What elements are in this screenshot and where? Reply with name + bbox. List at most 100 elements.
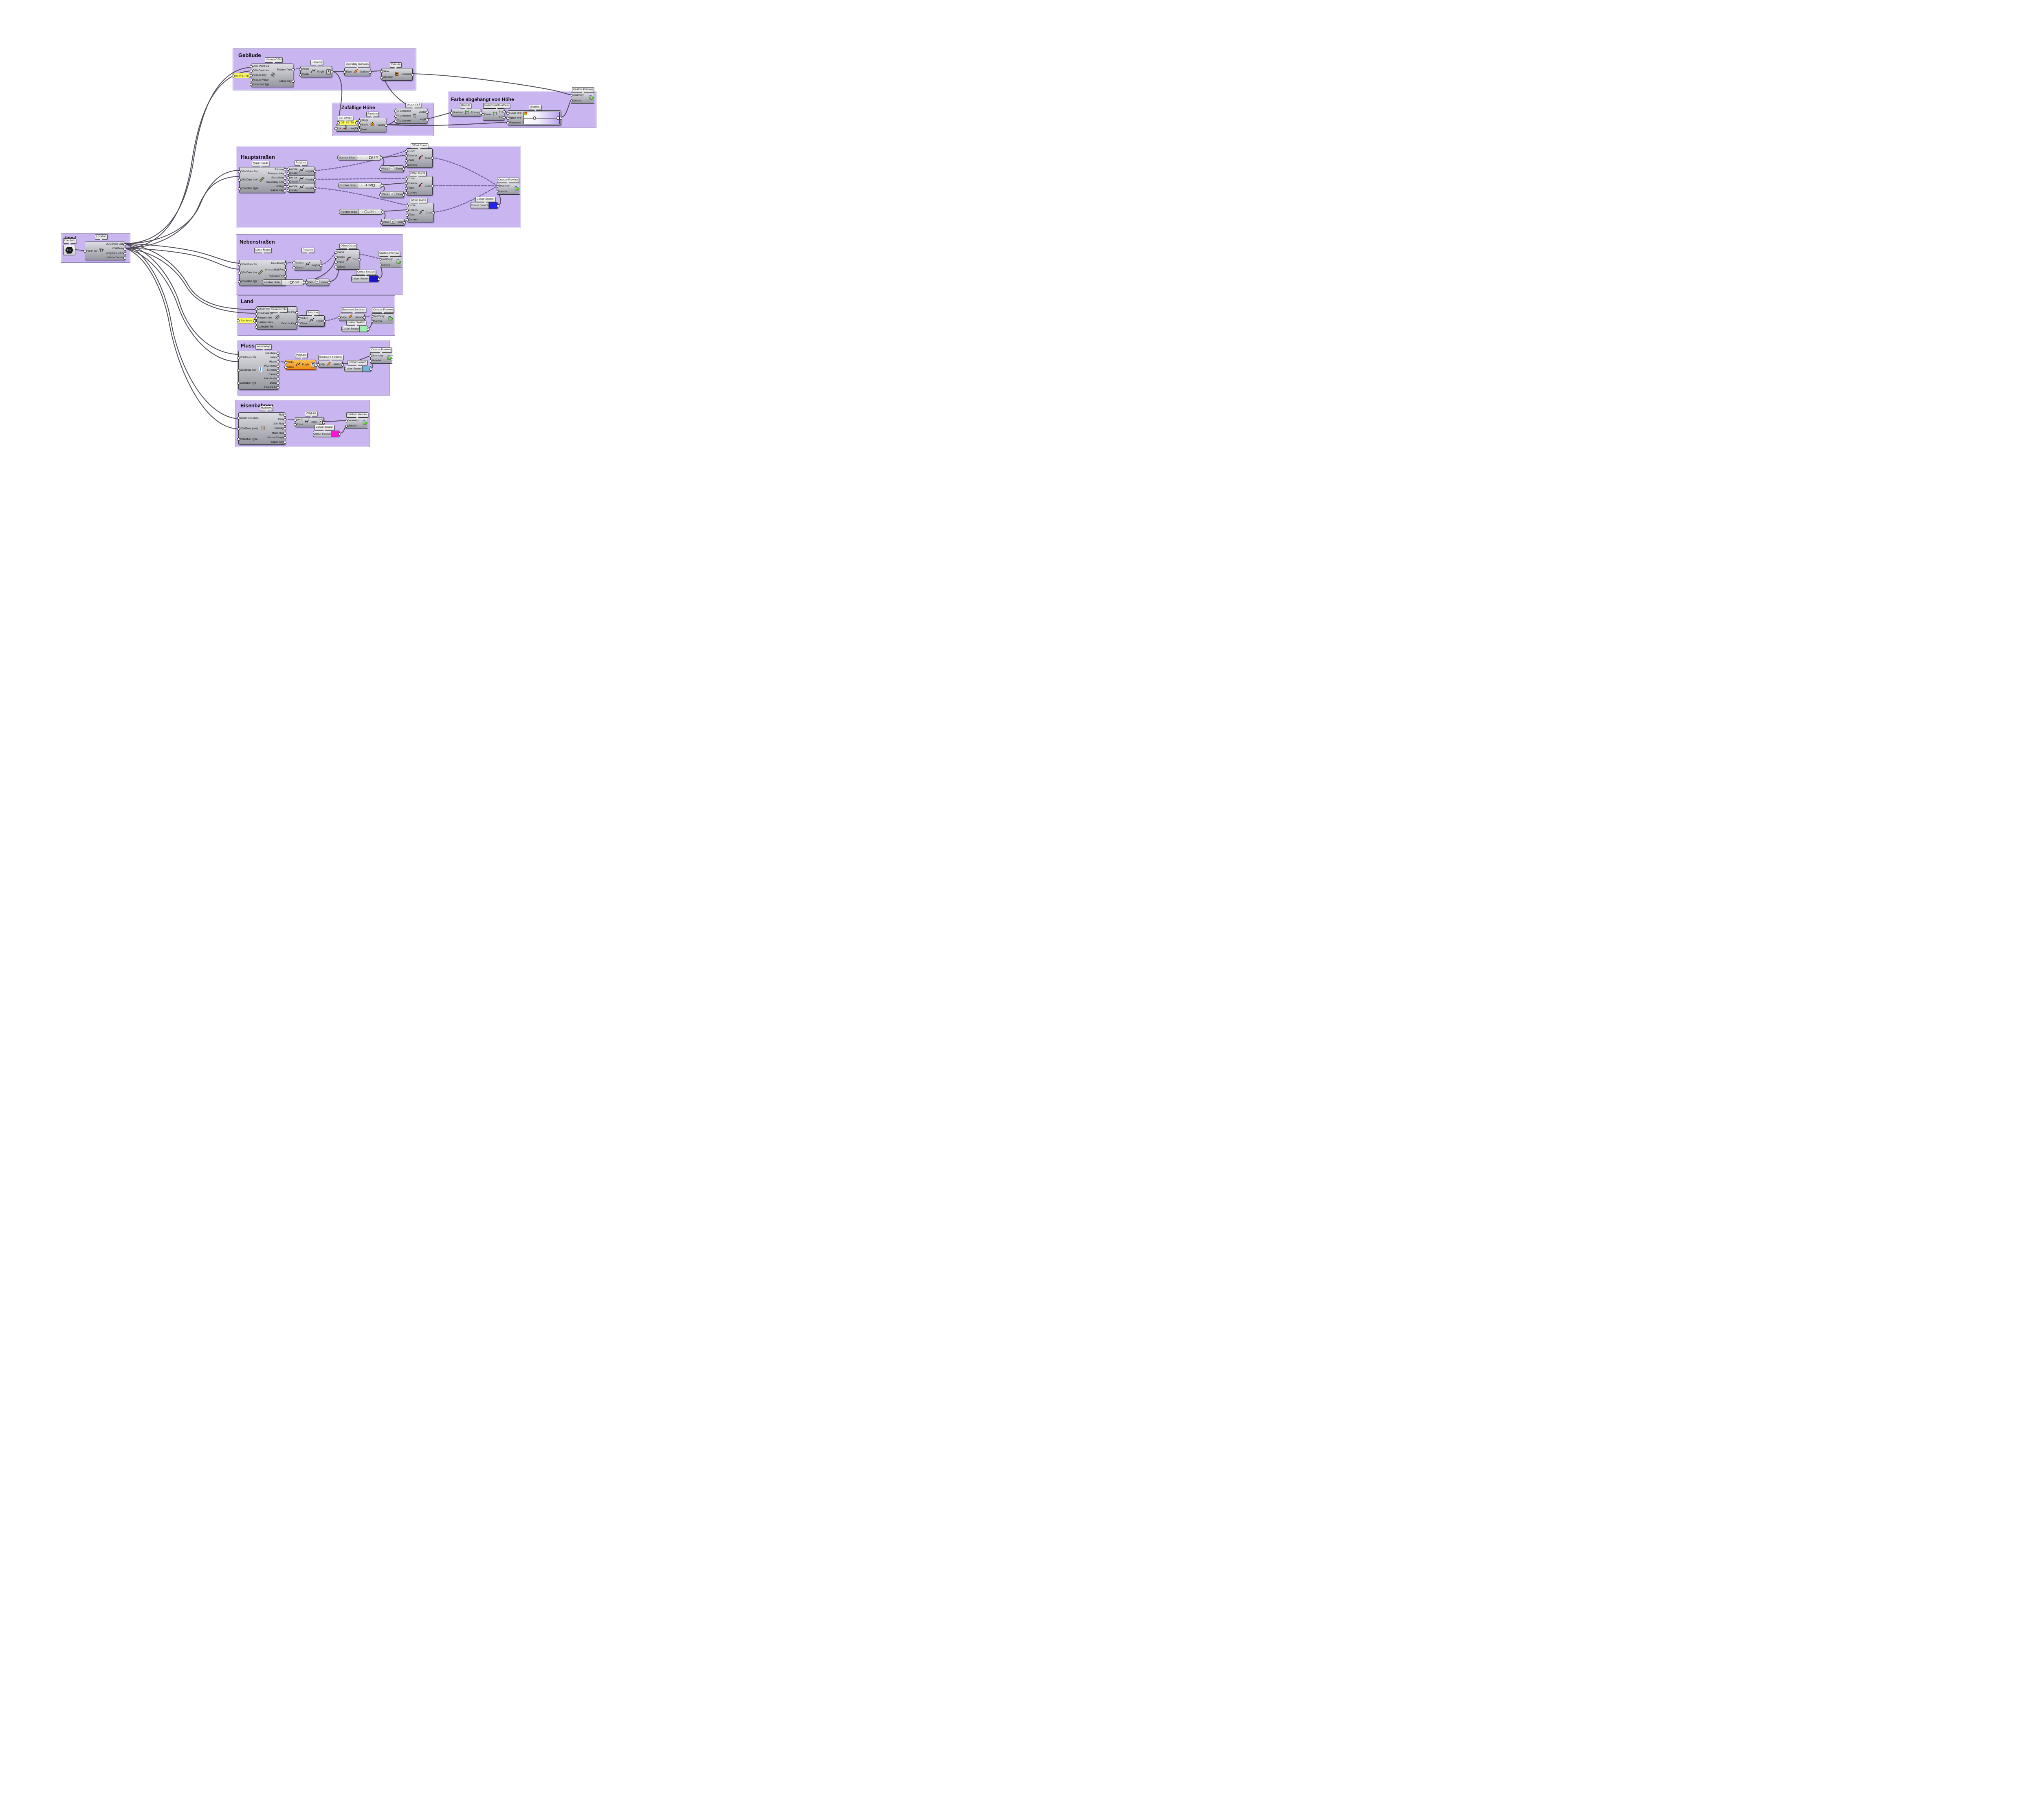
input-port[interactable] [405,159,408,162]
input-port[interactable] [405,182,408,185]
output-port[interactable] [323,320,326,323]
output-port[interactable] [295,311,298,314]
input-port[interactable] [237,319,240,322]
output-port[interactable] [355,121,358,124]
swatch-colour[interactable] [362,366,371,371]
input-port[interactable] [405,149,408,153]
output-port[interactable] [284,181,286,184]
output-port[interactable] [123,243,126,246]
output-port[interactable] [503,116,506,119]
input-port[interactable] [379,193,382,196]
input-port[interactable] [380,221,383,224]
input-port[interactable] [255,312,258,315]
input-port[interactable] [293,266,295,269]
output-port[interactable] [284,436,286,440]
input-port[interactable] [305,281,308,284]
input-port[interactable] [294,418,297,422]
node-offset-curve-1[interactable]: CurveDistancePlaneCornersCurve [405,148,434,168]
output-port[interactable] [322,421,325,424]
input-port[interactable] [506,121,509,125]
output-port[interactable] [370,367,372,371]
input-port[interactable] [287,189,290,192]
input-port[interactable] [297,317,300,320]
input-port[interactable] [299,68,302,71]
node-polyline-gebaeude[interactable]: VerticesClosedPolyline▼ [299,66,333,77]
output-port[interactable] [411,73,414,76]
input-port[interactable] [380,76,383,79]
input-port[interactable] [338,316,341,319]
input-port[interactable] [237,369,240,372]
input-port[interactable] [84,250,86,253]
gradient-grip[interactable] [533,116,536,120]
output-port[interactable] [277,365,279,368]
output-port[interactable] [292,80,295,83]
output-port[interactable] [377,277,380,281]
node-boundary-surfaces-fluss[interactable]: EdgesSurfaces [317,361,344,368]
output-port[interactable] [284,422,286,426]
slider-knob[interactable] [364,210,367,213]
output-port[interactable] [426,111,429,114]
output-port[interactable] [330,70,333,73]
output-port[interactable] [284,189,286,192]
input-port[interactable] [334,266,337,268]
node-random[interactable]: RangeNumberSeedRandom [358,118,387,132]
input-port[interactable] [334,251,337,254]
input-port[interactable] [287,172,290,175]
output-port[interactable] [338,433,341,435]
input-port[interactable] [394,119,397,123]
output-port[interactable] [426,118,429,121]
output-port[interactable] [319,264,322,267]
output-port[interactable] [277,369,279,372]
input-port[interactable] [284,366,287,369]
output-port[interactable] [328,281,330,284]
input-port[interactable] [317,363,320,366]
input-port[interactable] [394,114,397,118]
input-port[interactable] [238,263,241,266]
input-port[interactable] [334,127,337,130]
node-negative-1[interactable]: Value-xResult [379,165,405,172]
input-port[interactable] [250,74,253,77]
input-port[interactable] [238,170,241,174]
output-port[interactable] [123,256,126,259]
output-port[interactable] [277,352,279,355]
input-port[interactable] [406,204,409,207]
slider-knob[interactable] [369,156,372,159]
node-polyline-land[interactable]: VerticesClosedPolyline [297,315,326,327]
input-port[interactable] [237,427,240,430]
node-polyline-haupt-2[interactable]: VerticesClosedPolyline [287,175,316,184]
output-port[interactable] [403,221,406,224]
input-port[interactable] [255,317,258,320]
node-vector-xyz[interactable]: X componentY componentZ componentXYZVect… [394,108,429,124]
slider-knob[interactable] [372,184,375,187]
input-port[interactable] [255,308,258,311]
node-polyline-haupt-3[interactable]: VerticesClosedPolyline [287,184,316,193]
output-port[interactable] [277,382,279,385]
input-port[interactable] [482,113,484,116]
input-port[interactable] [380,70,383,73]
output-port[interactable] [284,275,287,278]
output-port[interactable] [284,427,286,430]
node-negative-2[interactable]: Value-xResult [379,191,405,198]
input-port[interactable] [287,185,290,188]
input-port[interactable] [250,69,253,73]
output-port[interactable] [277,356,279,359]
input-port[interactable] [238,272,241,275]
output-port[interactable] [277,373,279,376]
input-port[interactable] [406,209,409,212]
swatch-colour[interactable] [369,276,378,282]
input-port[interactable] [358,124,361,127]
swatch-colour[interactable] [488,202,498,209]
output-port[interactable] [380,156,383,159]
output-port[interactable] [369,70,372,74]
gradient-preview[interactable] [524,112,560,124]
output-port[interactable] [284,441,286,444]
output-port[interactable] [284,172,286,176]
output-port[interactable] [284,432,286,435]
output-port[interactable] [480,111,482,114]
